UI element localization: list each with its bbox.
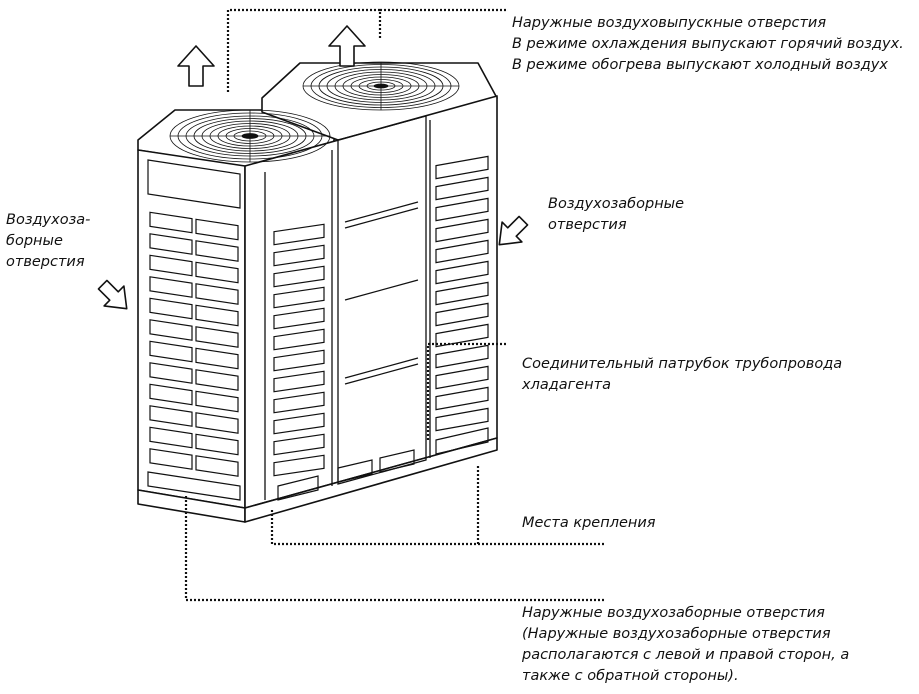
louvre-slot: [273, 265, 325, 288]
louvre-slot: [195, 304, 239, 327]
label-pipe: Соединительный патрубок трубопровода хла…: [522, 354, 842, 396]
louvre-slot: [273, 433, 325, 456]
louvre-slot: [149, 448, 193, 470]
unit-base-front: [244, 437, 498, 523]
louvre-slot: [273, 349, 325, 372]
louvre-slot: [435, 344, 489, 369]
left-face-top-panel: [147, 159, 241, 209]
louvre-slot: [195, 240, 239, 262]
louvre-slot: [149, 362, 193, 384]
louvre-slot: [435, 281, 489, 306]
louvre-slot: [149, 276, 193, 298]
label-intake-left-line1: Воздухоза-: [6, 212, 91, 228]
louvre-slot: [195, 390, 239, 413]
louvre-slot: [149, 297, 193, 320]
louvre-slot: [435, 239, 489, 264]
louvre-slot: [435, 365, 489, 390]
label-intake-left-line2: борные: [6, 233, 63, 249]
label-mounting-line1: Места крепления: [522, 515, 656, 531]
louvre-slot: [435, 302, 489, 327]
louvre-slot: [195, 326, 239, 348]
leader-pipe: [426, 342, 508, 440]
label-outer-intake-line4: также с обратной стороны).: [522, 668, 739, 684]
base-openings: [147, 427, 489, 501]
label-outer-intake-line1: Наружные воздухозаборные отверстия: [522, 605, 825, 621]
louvre-slot: [149, 340, 193, 363]
grille-front-left: [273, 223, 325, 477]
louvre-slot: [149, 319, 193, 341]
louvre-slot: [435, 176, 489, 201]
louvre-slot: [195, 412, 239, 434]
louvre-slot: [435, 197, 489, 222]
arrow-intake-left: [97, 279, 128, 310]
label-intake-left: Воздухоза- борные отверстия: [6, 210, 90, 273]
leader-outer-intake: [184, 496, 605, 602]
louvre-slot: [195, 433, 239, 456]
leader-mounting: [270, 466, 480, 546]
label-intake-right: Воздухозаборные отверстия: [548, 194, 684, 236]
louvre-slot: [435, 323, 489, 348]
louvre-slot: [195, 455, 239, 477]
louvre-slot: [273, 370, 325, 393]
louvre-slot: [149, 211, 193, 234]
label-intake-right-line2: отверстия: [548, 217, 627, 233]
unit-front-face: [244, 95, 498, 509]
louvre-slot: [273, 307, 325, 330]
label-pipe-line1: Соединительный патрубок трубопровода: [522, 356, 843, 372]
louvre-slot: [149, 254, 193, 277]
grille-front-right: [435, 155, 489, 432]
louvre-slot: [273, 328, 325, 351]
label-outlets: Наружные воздуховыпускные отверстия В ре…: [512, 13, 904, 76]
label-outlets-line3: В режиме обогрева выпускают холодный воз…: [512, 57, 888, 73]
louvre-slot: [435, 218, 489, 243]
label-outer-intake: Наружные воздухозаборные отверстия (Нару…: [522, 603, 849, 687]
label-pipe-line2: хладагента: [522, 377, 611, 393]
louvre-slot: [149, 426, 193, 449]
louvre-slot: [435, 260, 489, 285]
louvre-slot: [149, 405, 193, 427]
louvre-slot: [195, 261, 239, 284]
louvre-slot: [273, 223, 325, 246]
louvre-slot: [435, 407, 489, 432]
label-intake-left-line3: отверстия: [6, 254, 85, 270]
louvre-slot: [195, 283, 239, 305]
fan-left: [169, 109, 331, 163]
arrow-intake-right: [498, 215, 529, 246]
label-outlets-line1: Наружные воздуховыпускные отверстия: [512, 15, 827, 31]
label-mounting: Места крепления: [522, 513, 656, 534]
louvre-slot: [195, 369, 239, 391]
louvre-slot: [435, 386, 489, 411]
louvre-slot: [273, 286, 325, 309]
louvre-slot: [435, 155, 489, 180]
front-center-panel: [337, 115, 427, 485]
louvre-slot: [273, 244, 325, 267]
label-outlets-line2: В режиме охлаждения выпускают горячий во…: [512, 36, 904, 52]
arrow-up-right: [328, 25, 366, 67]
louvre-slot: [149, 233, 193, 255]
louvre-slot: [195, 218, 239, 241]
louvre-slot: [273, 391, 325, 414]
label-outer-intake-line3: располагаются с левой и правой сторон, а: [522, 647, 850, 663]
louvre-slot: [273, 412, 325, 435]
arrow-up-left: [177, 45, 215, 87]
louvre-slot: [195, 347, 239, 370]
louvre-slot: [149, 383, 193, 406]
label-intake-right-line1: Воздухозаборные: [548, 196, 685, 212]
leader-outlets: [226, 8, 382, 92]
grille-left: [149, 211, 239, 477]
louvre-slot: [273, 454, 325, 477]
label-outer-intake-line2: (Наружные воздухозаборные отверстия: [522, 626, 831, 642]
fan-right: [302, 61, 460, 111]
